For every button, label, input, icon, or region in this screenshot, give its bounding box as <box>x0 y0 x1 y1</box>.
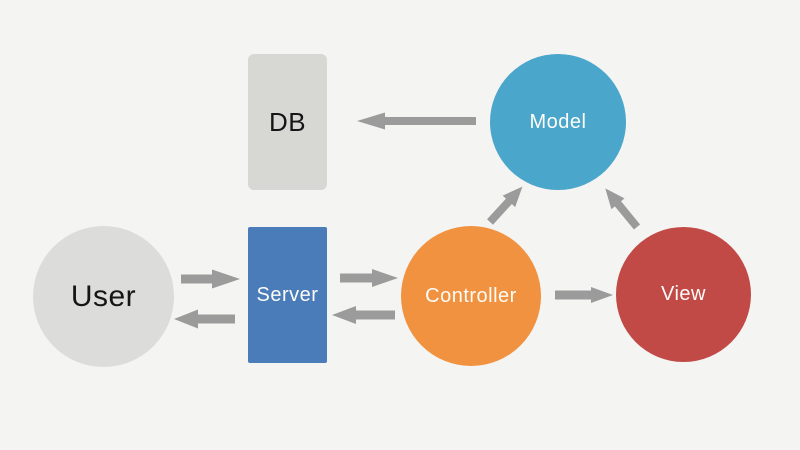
controller-label: Controller <box>425 284 517 307</box>
user-label: User <box>70 279 137 313</box>
server-node: Server <box>248 227 327 363</box>
arrow-model-to-db-icon <box>357 112 476 130</box>
controller-node: Controller <box>401 226 541 366</box>
view-label: View <box>661 283 706 305</box>
arrow-view-to-model-icon <box>605 188 641 230</box>
arrow-controller-to-view-icon <box>555 287 613 303</box>
arrow-user-to-server-icon <box>181 269 240 289</box>
db-label: DB <box>268 106 307 137</box>
arrow-server-to-user-icon <box>174 309 235 329</box>
view-node: View <box>616 227 751 362</box>
arrow-server-to-controller-icon <box>340 269 398 287</box>
server-label: Server <box>256 283 319 306</box>
user-node: User <box>33 226 174 367</box>
arrow-controller-to-model-icon <box>487 186 523 225</box>
model-label: Model <box>529 110 587 133</box>
db-node: DB <box>248 54 327 190</box>
arrow-controller-to-server-icon <box>332 306 395 324</box>
model-node: Model <box>490 54 626 190</box>
